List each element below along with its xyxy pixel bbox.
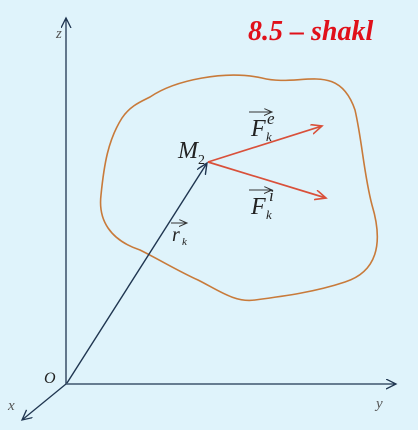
y-axis-label: y [374, 396, 383, 412]
internal-force-superscript: i [269, 186, 274, 205]
radius-vector-arrow [66, 163, 207, 384]
internal-force-subscript: k [266, 207, 272, 222]
radius-vector-label: r k [171, 223, 188, 248]
internal-force-arrow [207, 161, 326, 198]
x-axis-label: x [7, 398, 15, 414]
external-force-arrow [207, 126, 322, 163]
point-m2-label: M 2 [177, 138, 205, 168]
internal-force-symbol: F [250, 194, 266, 220]
external-force-superscript: e [267, 109, 275, 128]
radius-vector-subscript: k [182, 236, 188, 248]
radius-vector-symbol: r [172, 224, 180, 246]
internal-force-label: F i k [249, 186, 274, 222]
point-label: M [177, 138, 200, 164]
figure-title: 8.5 – shakl [248, 16, 373, 47]
origin-label: O [44, 370, 56, 387]
x-axis [22, 383, 67, 420]
point-subscript: 2 [198, 153, 205, 168]
external-force-label: F e k [249, 109, 275, 144]
external-force-subscript: k [266, 129, 272, 144]
z-axis-label: z [55, 26, 62, 42]
external-force-symbol: F [250, 116, 266, 142]
body-outline [99, 74, 379, 302]
